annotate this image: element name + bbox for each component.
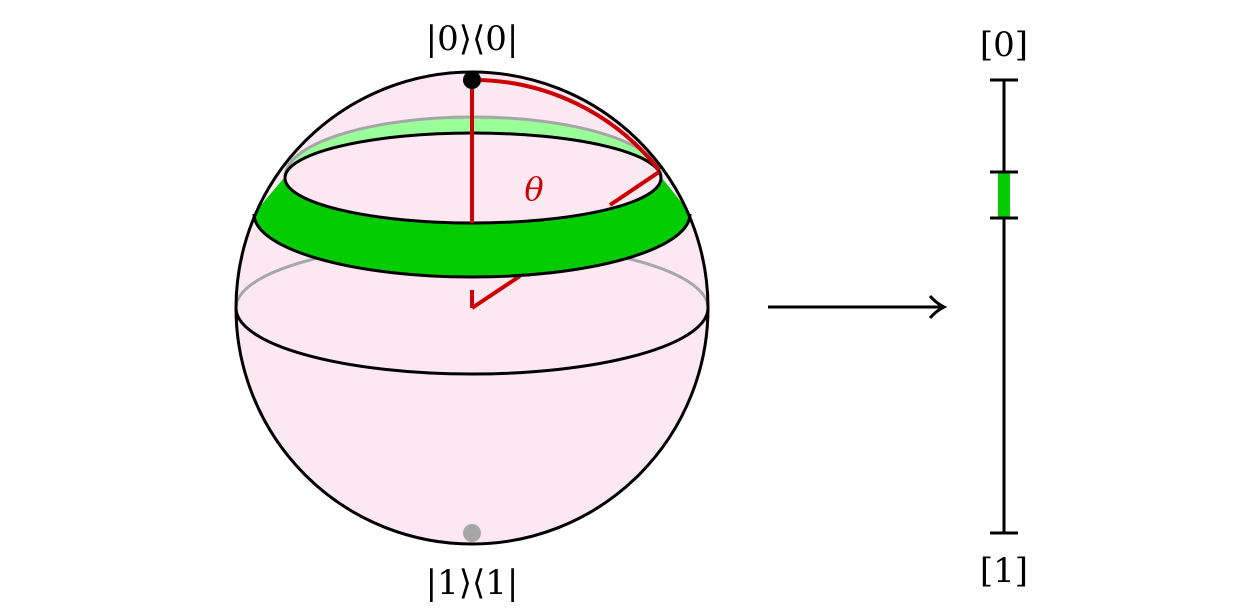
north-pole-point [463, 71, 481, 89]
arrow-head [928, 295, 948, 319]
south-pole-point [463, 524, 481, 542]
angle-radius-lower [470, 274, 522, 310]
band-bottom-front-arc [252, 213, 692, 279]
angle-radius-upper [608, 170, 661, 207]
angle-theta-label: θ [524, 170, 543, 208]
south-pole-label: |1⟩⟨1| [426, 563, 519, 603]
north-pole-label: |0⟩⟨0| [426, 19, 519, 59]
band-front-green [254, 177, 690, 277]
scale-top-label: [0] [980, 25, 1028, 65]
interval-scale: [0] [1] [980, 25, 1028, 591]
band-back-light-green [285, 117, 661, 177]
bloch-sphere: θ |0⟩⟨0| |1⟩⟨1| [234, 19, 710, 603]
scale-green-segment [998, 172, 1010, 218]
scale-bottom-label: [1] [980, 551, 1028, 591]
mapping-arrow [768, 295, 948, 319]
angle-arc [471, 77, 661, 172]
equator-front-arc [234, 307, 710, 376]
